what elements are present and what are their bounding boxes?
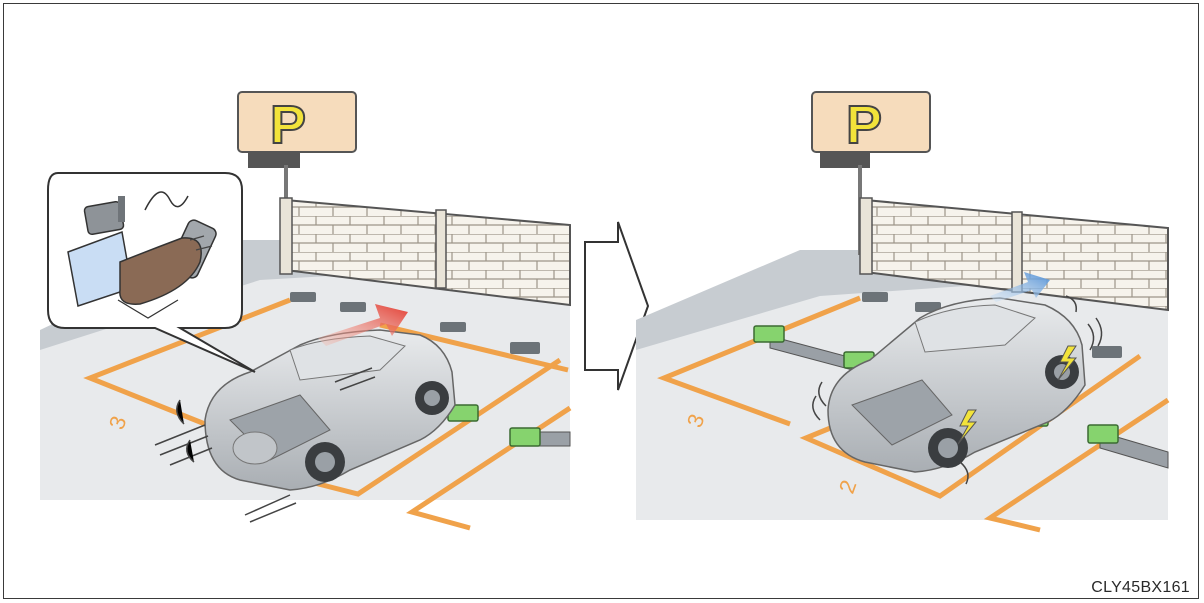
figure-code: CLY45BX161	[1091, 579, 1190, 597]
parking-sign-icon: P	[846, 95, 882, 155]
left-scene: P 3	[40, 92, 570, 528]
right-scene: P 3 2	[636, 92, 1168, 530]
parking-sign-icon: P	[270, 95, 306, 155]
